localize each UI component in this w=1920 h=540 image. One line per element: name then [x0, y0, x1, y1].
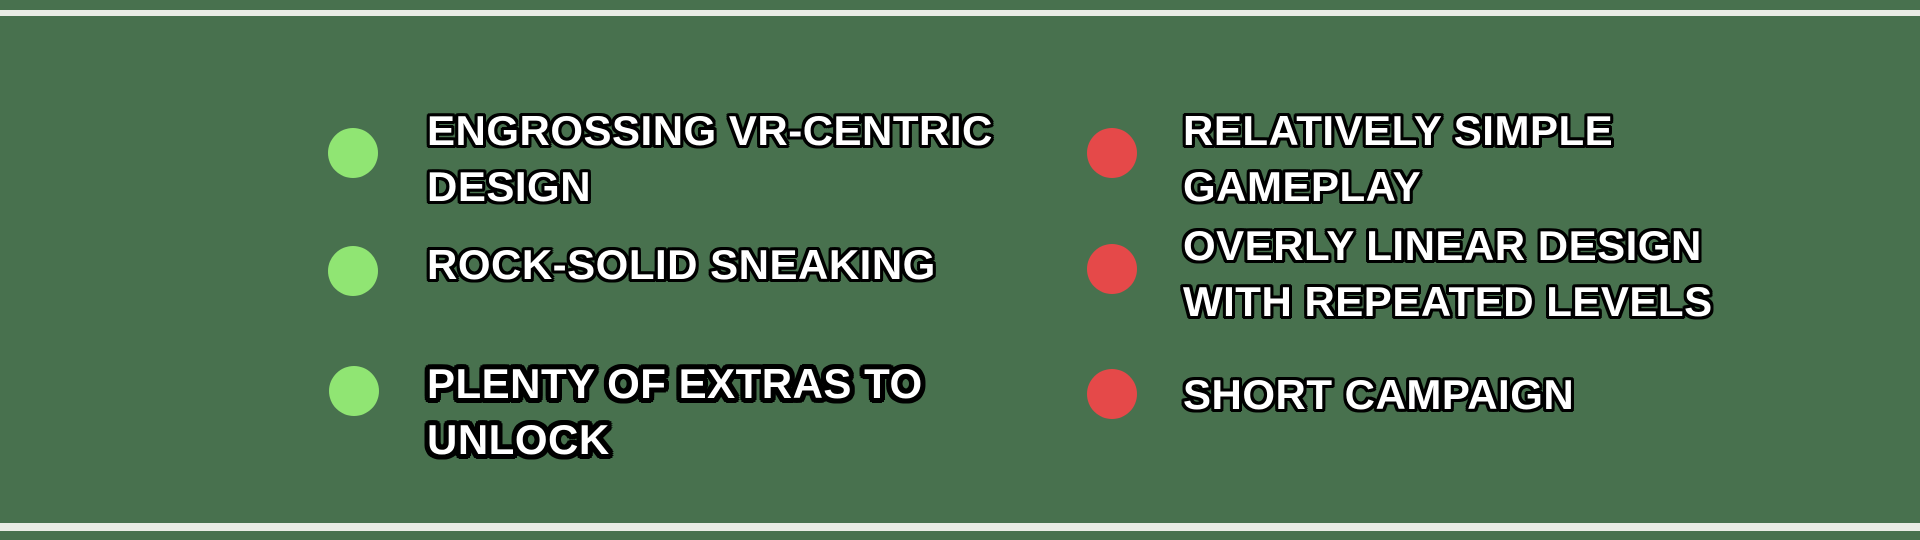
- divider-top: [0, 10, 1920, 16]
- pro-item: PLENTY OF EXTRAS TO UNLOCK: [427, 356, 923, 468]
- con-item-text: RELATIVELY SIMPLE: [1183, 107, 1614, 154]
- con-item-text: GAMEPLAY: [1183, 163, 1422, 210]
- con-item-text: OVERLY LINEAR DESIGN: [1183, 222, 1702, 269]
- pro-bullet-icon: [329, 366, 379, 416]
- con-item: RELATIVELY SIMPLE GAMEPLAY: [1183, 103, 1613, 215]
- pro-item-text: PLENTY OF EXTRAS TO: [427, 360, 923, 407]
- pro-bullet-icon: [328, 246, 378, 296]
- pro-item-text: UNLOCK: [427, 416, 610, 463]
- con-bullet-icon: [1087, 244, 1137, 294]
- con-item-text: SHORT CAMPAIGN: [1183, 371, 1575, 418]
- con-item-text: WITH REPEATED LEVELS: [1183, 278, 1713, 325]
- con-bullet-icon: [1087, 369, 1137, 419]
- pro-item: ENGROSSING VR-CENTRIC DESIGN: [427, 103, 993, 215]
- pro-item-text: ROCK-SOLID SNEAKING: [427, 241, 936, 288]
- pro-item-text: DESIGN: [427, 163, 592, 210]
- con-bullet-icon: [1087, 128, 1137, 178]
- pro-item: ROCK-SOLID SNEAKING: [427, 237, 936, 293]
- con-item: OVERLY LINEAR DESIGN WITH REPEATED LEVEL…: [1183, 218, 1713, 330]
- pro-bullet-icon: [328, 128, 378, 178]
- divider-bottom: [0, 523, 1920, 531]
- con-item: SHORT CAMPAIGN: [1183, 367, 1574, 423]
- pro-item-text: ENGROSSING VR-CENTRIC: [427, 107, 993, 154]
